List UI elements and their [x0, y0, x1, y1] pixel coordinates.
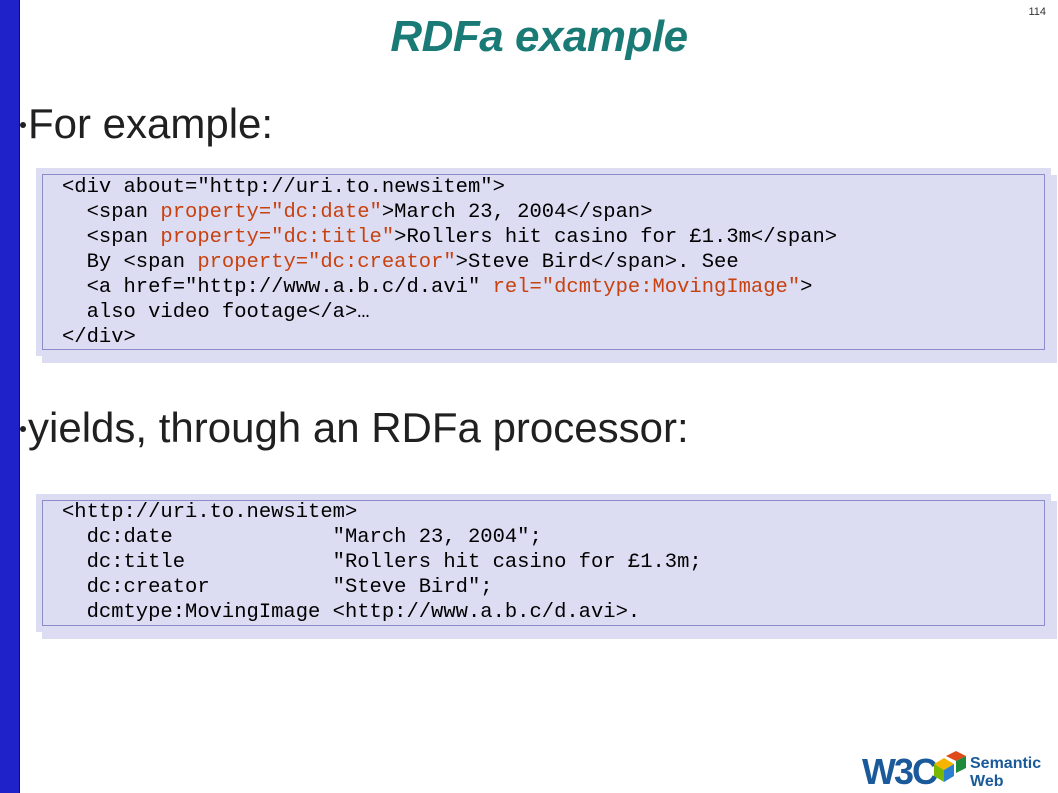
code-line: dc:creator "Steve Bird";	[62, 576, 493, 599]
code-line: also video footage</a>…	[62, 301, 370, 324]
left-accent-bar	[0, 0, 20, 793]
code-line: dcmtype:MovingImage <http://www.a.b.c/d.…	[62, 601, 641, 624]
code-line: dc:date "March 23, 2004";	[62, 526, 542, 549]
semantic-web-logo: Semantic Web	[934, 751, 1041, 790]
code-line: <span property="dc:date">March 23, 2004<…	[62, 201, 653, 224]
code-line: <div about="http://uri.to.newsitem">	[62, 176, 505, 199]
semantic-web-cubes-icon	[934, 751, 966, 782]
code-line: <a href="http://www.a.b.c/d.avi" rel="dc…	[62, 276, 813, 299]
code-line: <http://uri.to.newsitem>	[62, 501, 358, 524]
code-line: By <span property="dc:creator">Steve Bir…	[62, 251, 739, 274]
bullet-text: For example:	[28, 100, 274, 147]
code-line: </div>	[62, 326, 136, 349]
slide-title: RDFa example	[390, 12, 688, 61]
code-line: dc:title "Rollers hit casino for £1.3m;	[62, 551, 702, 574]
page-number: 114	[1028, 6, 1046, 18]
bullet-text: yields, through an RDFa processor:	[28, 404, 689, 451]
bullet-dot-icon	[20, 426, 26, 432]
bullet-dot-icon	[20, 122, 26, 128]
slide: 114 RDFa example For example: <div about…	[20, 0, 1058, 793]
svg-text:Semantic: Semantic	[970, 755, 1041, 772]
rdfa-markup-code-box: <div about="http://uri.to.newsitem"> <sp…	[36, 168, 1051, 356]
w3c-logo: W3C	[862, 751, 940, 790]
code-box-border	[42, 500, 1045, 626]
svg-text:W3C: W3C	[862, 751, 938, 790]
code-line: <span property="dc:title">Rollers hit ca…	[62, 226, 838, 249]
svg-text:Web: Web	[970, 773, 1004, 790]
rdf-output-code-box: <http://uri.to.newsitem> dc:date "March …	[36, 494, 1051, 632]
code-box-border	[42, 174, 1045, 350]
